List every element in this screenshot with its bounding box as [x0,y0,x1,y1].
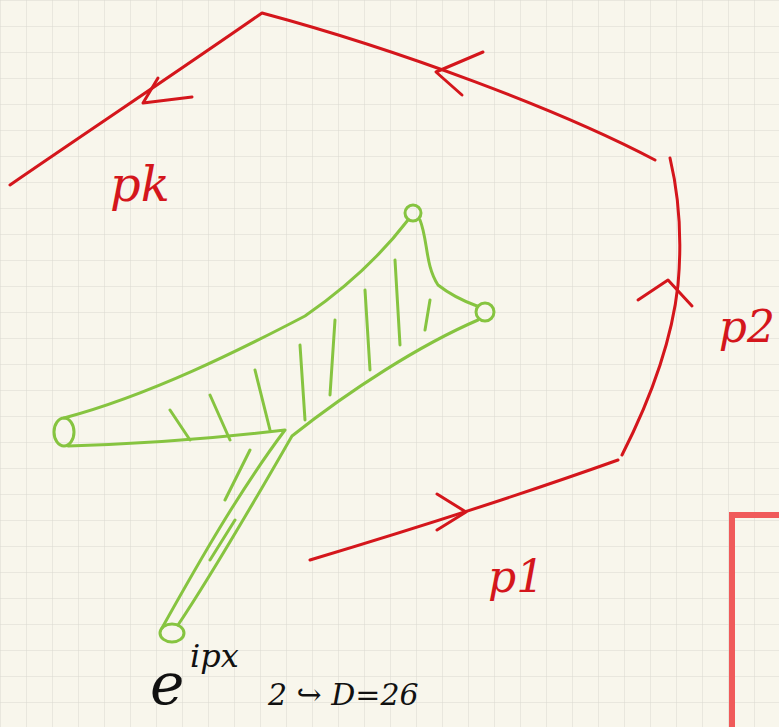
momentum-label: p1 [488,555,544,599]
momentum-label: pk [110,160,170,208]
note-text: 2 ↪ D=26 [268,680,419,710]
momentum-label: p2 [719,305,775,349]
vertex-exponent: ipx [190,640,239,672]
momentum-polygon [10,13,692,560]
vertex-operator: e [150,655,184,713]
red-frame [732,515,779,727]
string-worldsheet [54,205,494,642]
